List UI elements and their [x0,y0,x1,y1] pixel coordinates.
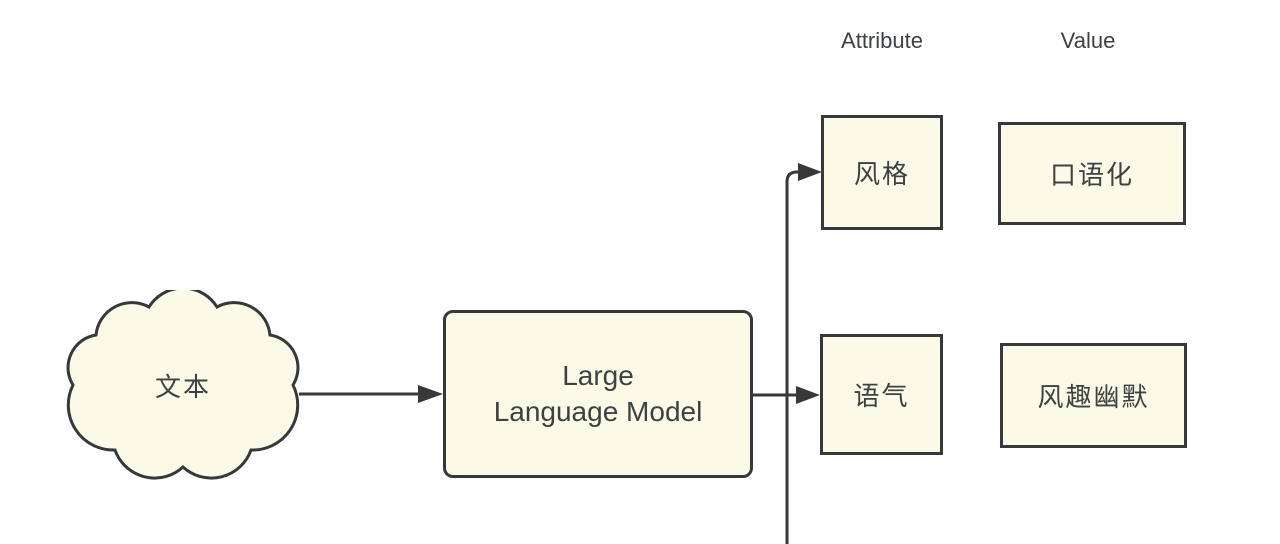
value-node-colloquial: 口语化 [998,122,1186,225]
value-node-humorous: 风趣幽默 [1000,343,1187,448]
arrow-trunk-to-style-line [785,170,798,544]
llm-label-line2: Language Model [493,396,703,427]
arrow-cloud-to-llm-head-icon [418,385,443,403]
llm-node-label: Large Language Model [494,358,703,431]
attribute-node-tone-label: 语气 [853,381,910,411]
arrow-llm-to-tone-head-icon [796,386,820,404]
attribute-column-header: Attribute [841,28,923,53]
cloud-outline [66,286,300,480]
attribute-node-style-label: 风格 [853,159,910,189]
arrow-trunk-to-style-head-icon [798,163,822,181]
input-cloud-node: 文本 [60,286,306,480]
cloud-shape-icon [66,286,300,480]
value-node-colloquial-label: 口语化 [1049,160,1134,190]
attribute-node-style: 风格 [821,115,943,230]
value-column-header: Value [1060,28,1116,53]
llm-label-line1: Large [562,359,634,391]
attribute-node-tone: 语气 [820,334,943,455]
llm-node: Large Language Model [443,310,753,478]
value-node-humorous-label: 风趣幽默 [1037,382,1150,412]
input-cloud-label: 文本 [154,371,211,402]
